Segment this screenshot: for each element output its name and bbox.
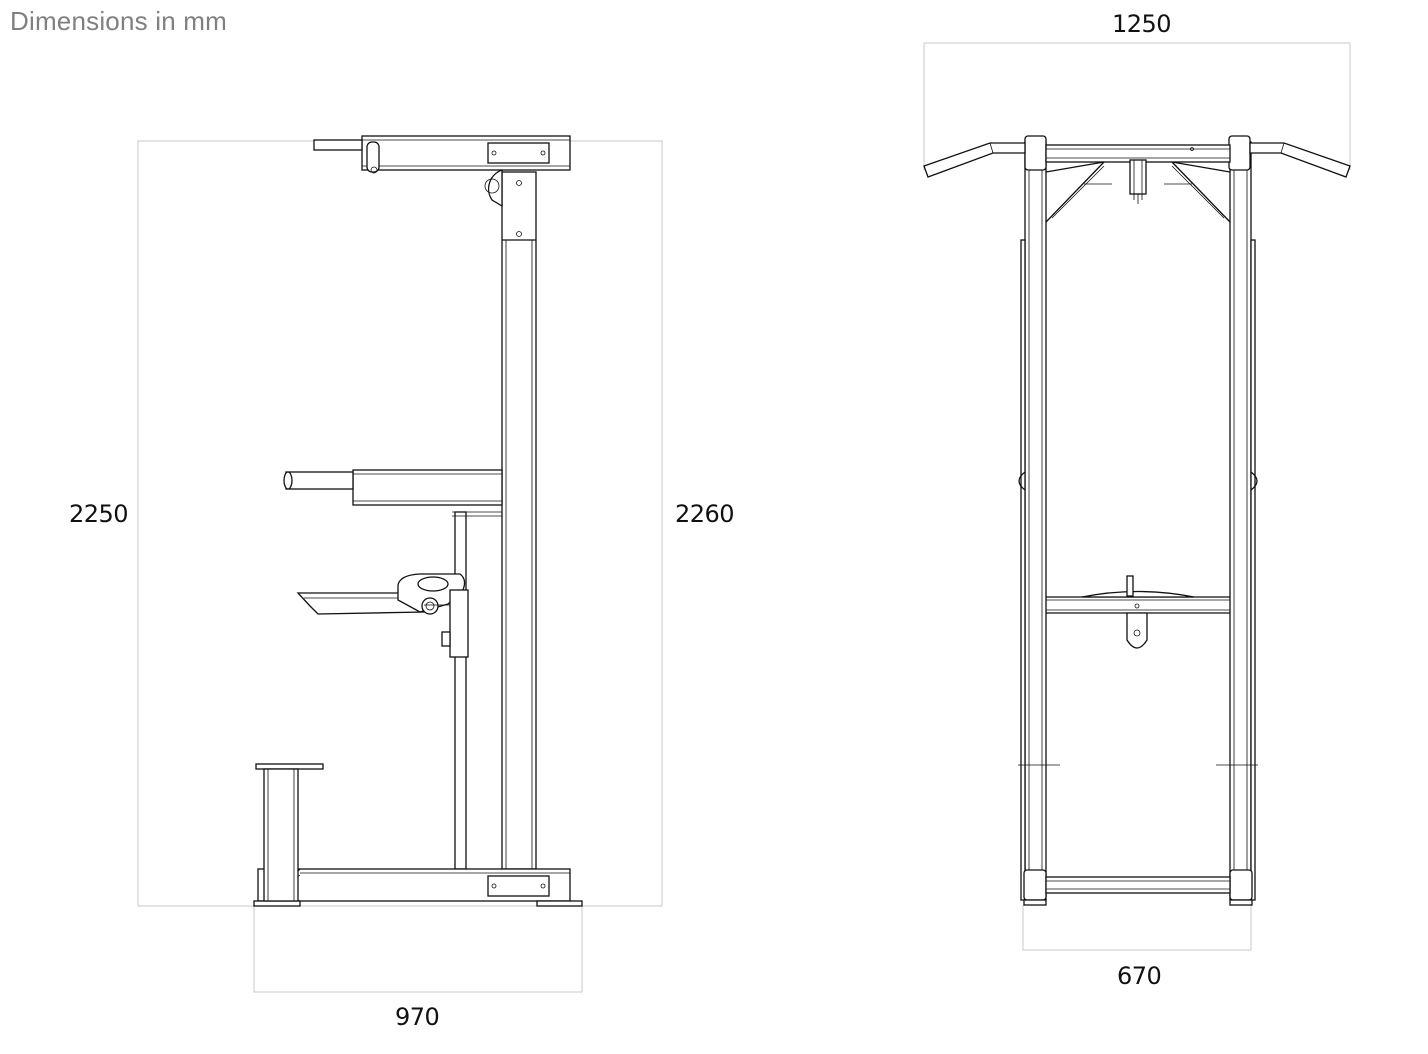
side-dip-arm	[283, 469, 503, 506]
side-knee-pad	[296, 573, 469, 658]
front-carriage-bar	[1046, 575, 1230, 649]
side-top-pulley	[484, 169, 503, 208]
handle-width-label: 1250	[1112, 10, 1172, 38]
depth-label: 970	[395, 1003, 440, 1031]
side-view	[137, 135, 663, 993]
side-foot-platform	[255, 763, 324, 902]
front-view-dimension-lines	[923, 42, 1351, 951]
side-top-arm	[313, 135, 571, 174]
front-center-pulley	[1129, 159, 1147, 204]
dimensions-caption: Dimensions in mm	[10, 6, 228, 36]
front-top-gussets	[1045, 161, 1231, 223]
front-base	[1023, 869, 1253, 906]
front-left-post	[1018, 135, 1060, 901]
height-back-label: 2260	[675, 500, 735, 528]
height-front-label: 2250	[69, 500, 129, 528]
side-upright-post	[501, 171, 537, 870]
side-view-dimension-lines	[137, 140, 663, 993]
front-right-post	[1216, 135, 1258, 901]
base-width-label: 670	[1117, 962, 1162, 990]
front-top-crossbar	[923, 142, 1351, 178]
side-base	[253, 868, 583, 907]
front-view	[923, 42, 1351, 951]
side-carriage-rail	[452, 511, 502, 870]
